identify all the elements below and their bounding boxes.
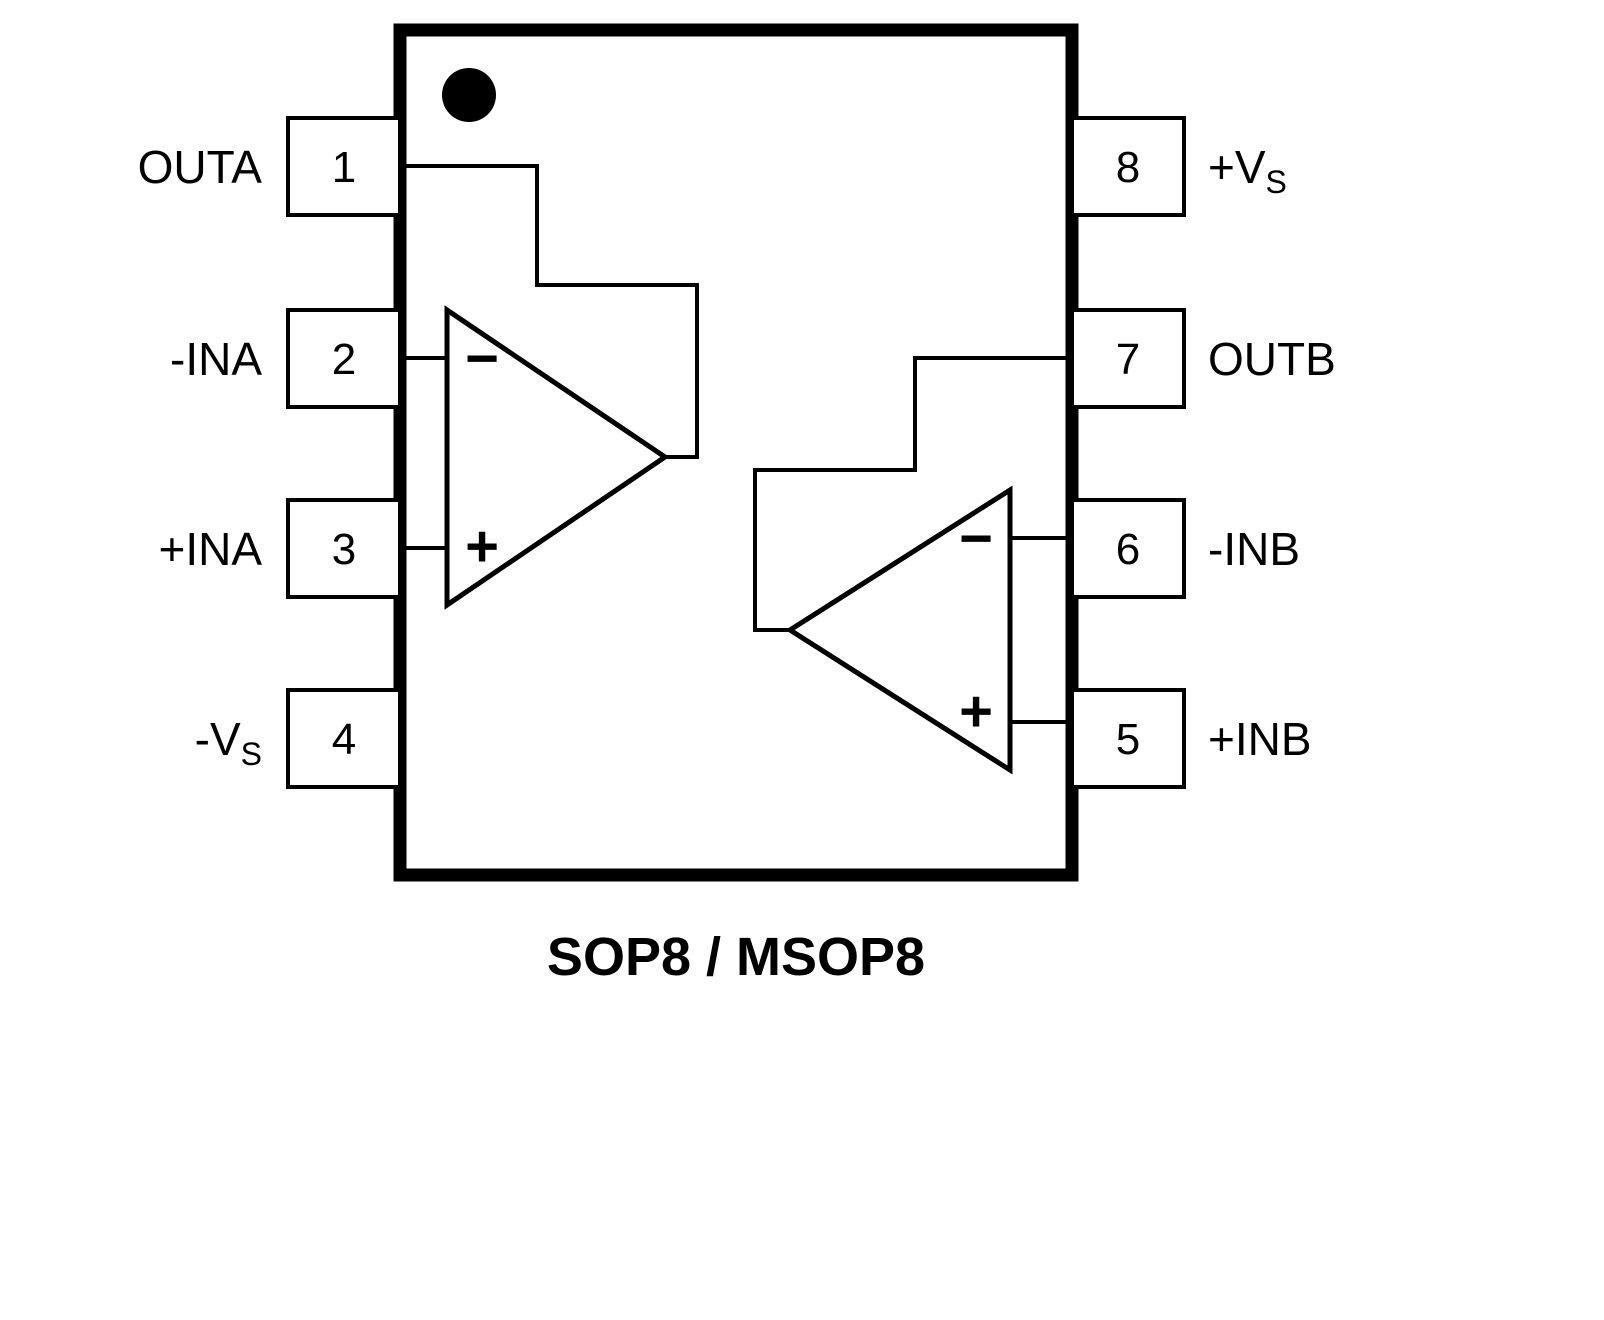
pin-3-name-label: +INA — [158, 523, 262, 575]
pin-4: 4 -VS — [195, 688, 402, 789]
pin-2: 2 -INA — [170, 308, 402, 409]
pin-2-name-label: -INA — [170, 333, 262, 385]
opamp-b-minus-icon: − — [959, 506, 993, 571]
pin-8-label-sub: S — [1266, 164, 1287, 200]
pin-6: 6 -INB — [1070, 498, 1300, 599]
pin-5-label-main: +INB — [1208, 713, 1312, 765]
pin-8-number: 8 — [1116, 143, 1140, 192]
pin-4-number: 4 — [332, 715, 356, 764]
pin-6-name-label: -INB — [1208, 523, 1300, 575]
pin-7-name-label: OUTB — [1208, 333, 1336, 385]
pin-2-box — [286, 308, 402, 409]
pin-4-label-sub: S — [241, 736, 262, 772]
package-caption: SOP8 / MSOP8 — [547, 927, 925, 987]
opamp-b-plus-icon: + — [959, 679, 993, 744]
pin-1-name-label: OUTA — [138, 141, 263, 193]
pin-8: 8 +VS — [1070, 116, 1287, 217]
pin-2-label-main: -INA — [170, 333, 262, 385]
opamp-a-minus-icon: − — [465, 326, 499, 391]
pin-7-box — [1070, 308, 1186, 409]
pin-3-number: 3 — [332, 525, 356, 574]
wire-outa — [400, 164, 699, 459]
pin-4-box — [286, 688, 402, 789]
opamp-a-triangle — [444, 305, 670, 610]
pin-3-box — [286, 498, 402, 599]
pin-8-name-label: +VS — [1208, 141, 1287, 200]
pin-6-number: 6 — [1116, 525, 1140, 574]
pin-8-box — [1070, 116, 1186, 217]
pin-4-name-label: -VS — [195, 713, 262, 772]
pin-2-number: 2 — [332, 335, 356, 384]
pin-6-label-main: -INB — [1208, 523, 1300, 575]
pin-7-number: 7 — [1116, 335, 1140, 384]
pin-7: 7 OUTB — [1070, 308, 1336, 409]
pin-1-box — [286, 116, 402, 217]
pin-5-number: 5 — [1116, 715, 1140, 764]
pin-7-label-main: OUTB — [1208, 333, 1336, 385]
pin-1-label-main: OUTA — [138, 141, 263, 193]
pin-5-name-label: +INB — [1208, 713, 1312, 765]
pin-5: 5 +INB — [1070, 688, 1312, 789]
pin-8-label-main: +V — [1208, 141, 1266, 193]
pin-3: 3 +INA — [158, 498, 402, 599]
wire-outb — [753, 356, 1072, 632]
pin-4-label-main: -V — [195, 713, 241, 765]
pin1-indicator-dot — [442, 68, 496, 122]
opamp-a-plus-icon: + — [465, 514, 499, 579]
pin-6-box — [1070, 498, 1186, 599]
pin-3-label-main: +INA — [158, 523, 262, 575]
pin-1-number: 1 — [332, 143, 356, 192]
opamp-b-triangle — [785, 485, 1013, 775]
pin-1: 1 OUTA — [138, 116, 402, 217]
pin-5-box — [1070, 688, 1186, 789]
